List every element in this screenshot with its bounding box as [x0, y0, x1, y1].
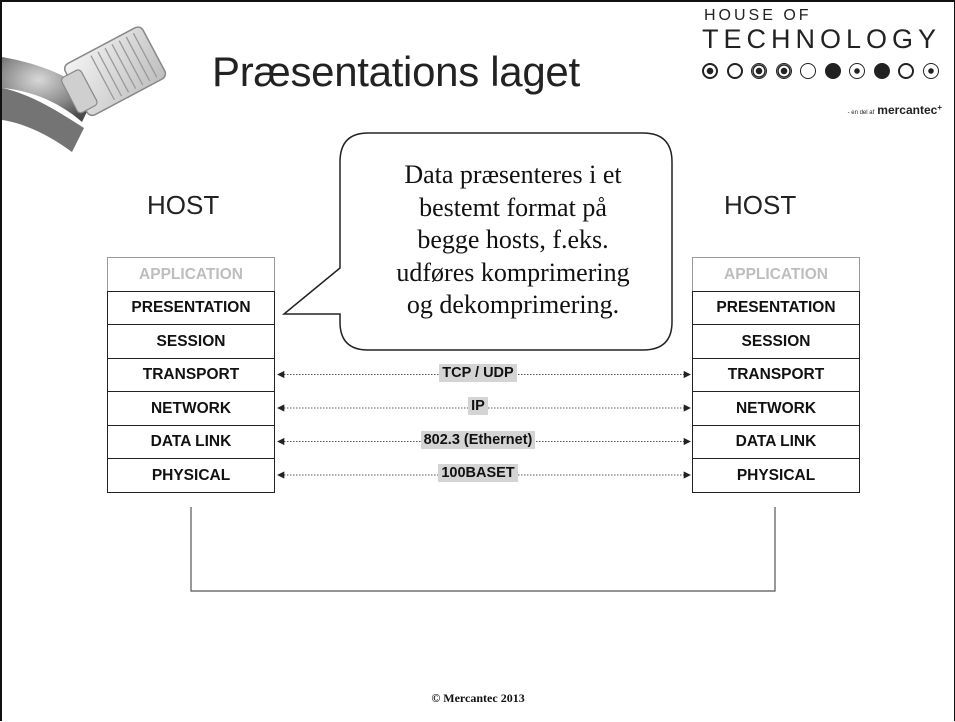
network-cable-image	[2, 26, 167, 152]
brand-dot-icon	[898, 63, 914, 79]
left-layer-application: APPLICATION	[107, 257, 275, 292]
physical-link-line	[190, 507, 776, 592]
brand-line-1: HOUSE OF	[704, 7, 812, 24]
protocol-arrows	[277, 370, 691, 479]
protocol-label: 100BASET	[2, 464, 954, 482]
protocol-label: IP	[2, 397, 954, 415]
callout-line: bestemt format på	[419, 192, 607, 222]
right-layer-application: APPLICATION	[692, 257, 860, 292]
footer-copyright: © Mercantec 2013	[431, 691, 525, 705]
callout-bubble	[281, 132, 673, 351]
protocol-label-text: TCP / UDP	[439, 363, 517, 382]
callout-line: udføres komprimering	[396, 257, 630, 287]
callout-line: og dekomprimering.	[406, 290, 620, 319]
brand-dot-icon	[702, 63, 718, 79]
left-layer-data-link: DATA LINK	[107, 424, 275, 460]
left-layer-session: SESSION	[107, 324, 275, 359]
left-layer-physical: PHYSICAL	[107, 458, 275, 493]
brand-dot-icon	[922, 63, 939, 79]
protocol-label-text: 100BASET	[438, 464, 518, 482]
left-layer-transport: TRANSPORT	[107, 357, 275, 393]
protocol-label: 802.3 (Ethernet)	[2, 430, 954, 449]
protocol-label-text: IP	[468, 397, 488, 415]
right-layer-session: SESSION	[692, 324, 860, 359]
left-layer-presentation: PRESENTATION	[107, 290, 275, 326]
brand-dot-icon	[800, 63, 816, 79]
callout-line: begge hosts, f.eks.	[417, 225, 609, 254]
brand-dot-icon	[873, 63, 890, 79]
brand-dot-icon	[726, 63, 743, 79]
brand-dot-icon	[775, 63, 792, 79]
left-layer-network: NETWORK	[107, 391, 275, 426]
brand-dot-icon	[849, 63, 865, 79]
right-layer-data-link: DATA LINK	[692, 424, 860, 460]
brand-line-2: TECHNOLOGY	[702, 24, 942, 54]
protocol-label: TCP / UDP	[2, 363, 954, 382]
brand-tagline-main: mercantec	[877, 103, 938, 117]
right-layer-physical: PHYSICAL	[692, 458, 860, 493]
callout-line: Data præsenteres i et	[404, 160, 622, 189]
callout-text: Data præsenteres i et bestemt format på be…	[348, 159, 678, 322]
right-layer-transport: TRANSPORT	[692, 357, 860, 393]
protocol-label-text: 802.3 (Ethernet)	[420, 430, 536, 449]
brand-tagline-small: - en del af	[847, 110, 875, 116]
slide-title: Præsentations laget	[212, 48, 580, 95]
right-layer-presentation: PRESENTATION	[692, 290, 860, 326]
brand-dot-icon	[824, 63, 841, 79]
brand-dot-icon	[751, 63, 767, 79]
left-host-label: HOST	[147, 190, 220, 220]
right-host-label: HOST	[724, 190, 797, 220]
brand-tagline-plus: +	[937, 103, 942, 112]
